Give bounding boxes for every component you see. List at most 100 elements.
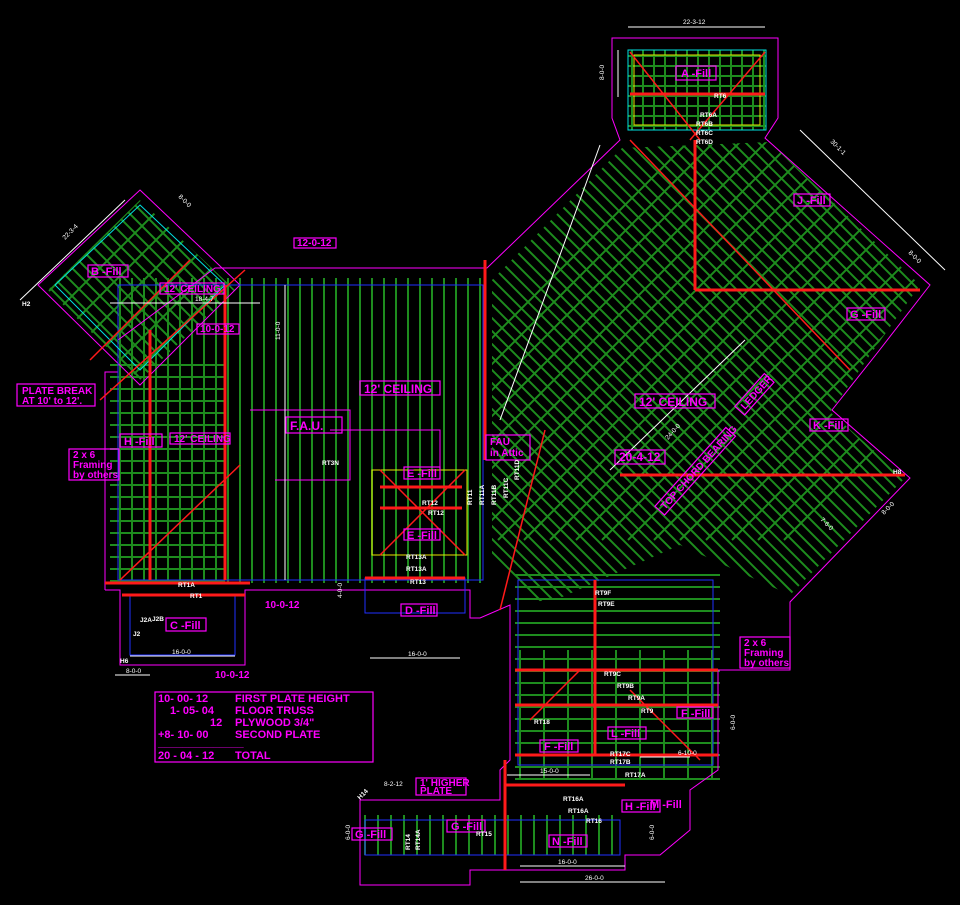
ceiling-note: 12' CEILING [639, 395, 707, 409]
truss-label: RT9B [617, 683, 634, 690]
truss-line [492, 142, 821, 541]
fill-label: F -Fill [544, 741, 573, 753]
framing-group [48, 200, 235, 380]
truss-line [492, 142, 854, 605]
fill-label: C -Fill [170, 620, 201, 632]
fill-label: D -Fill [405, 605, 436, 617]
truss-label: RT12 [422, 500, 438, 507]
truss-line [48, 200, 169, 380]
truss-line [925, 140, 960, 640]
truss-line [492, 142, 685, 605]
framing-group [628, 50, 766, 130]
dimension: 4-0-0 [337, 582, 344, 598]
dimension: 10-0-12 [200, 324, 235, 335]
fill-label: H -Fill [625, 801, 656, 813]
truss-label: RT13A [406, 554, 427, 561]
legend-label: SECOND PLATE [235, 729, 320, 741]
truss-label: H2 [22, 301, 31, 308]
truss-line [497, 142, 899, 541]
truss-label: RT17B [610, 759, 631, 766]
truss-line [820, 142, 920, 605]
legend-label: FLOOR TRUSS [235, 705, 314, 717]
truss-label: H14 [356, 788, 370, 802]
framing-note: Framing [744, 648, 783, 659]
framing-group [492, 140, 960, 640]
truss-label: RT11B [491, 484, 498, 505]
truss-label: J2 [133, 631, 141, 638]
higher-plate-note: 1' HIGHER [420, 778, 470, 789]
truss-line [859, 142, 920, 605]
truss-line [492, 142, 711, 605]
dimension: 12-0-12 [297, 238, 332, 249]
ceiling-note: 12' CEILING [164, 284, 221, 295]
fill-label: M -Fill [650, 799, 682, 811]
truss-label: RT13 [410, 579, 426, 586]
truss-label: RT15 [476, 831, 492, 838]
truss-label: RT12 [428, 510, 444, 517]
truss-line [492, 142, 620, 605]
truss-line [690, 142, 920, 605]
fau-attic-label: FAU [490, 437, 510, 448]
ledger-note: LEDGER [739, 373, 776, 412]
fill-label: F -Fill [681, 708, 710, 720]
truss-label: RT14 [405, 834, 412, 850]
fill-label: G -Fill [355, 829, 386, 841]
truss-label: J2A [140, 617, 152, 624]
truss-line [492, 142, 880, 605]
fill-label: G -Fill [850, 309, 881, 321]
fau-attic-label: in Attic [490, 448, 524, 459]
truss-line [768, 142, 920, 605]
legend-value: 1- 05- 04 [170, 705, 215, 717]
fill-label: B -Fill [91, 266, 122, 278]
truss-label: RT11C [503, 477, 510, 498]
truss-label: RT6B [696, 121, 713, 128]
truss-label: RT17C [610, 751, 631, 758]
truss-line [51, 200, 235, 380]
truss-line [716, 142, 920, 605]
legend-label: TOTAL [235, 750, 271, 762]
truss-line [48, 200, 197, 380]
dimension: 8-0-0 [907, 249, 923, 265]
fill-label: E -Fill [407, 468, 437, 480]
dimension: 6-0-0 [730, 714, 737, 730]
truss-line [492, 142, 581, 605]
truss-label: H8 [893, 469, 902, 476]
dimension: 16-0-0 [408, 651, 427, 658]
height-label: 20-4-12 [619, 450, 661, 464]
fill-label: L -Fill [611, 728, 640, 740]
truss-line [612, 142, 920, 605]
dimension: 10-0-12 [265, 600, 300, 611]
dimension: 6-0-0 [649, 824, 656, 840]
truss-label: RT11D [514, 459, 521, 480]
framing-note: Framing [73, 460, 112, 471]
fau-label: F.A.U. [290, 419, 323, 433]
truss-line [492, 142, 607, 605]
legend-label: PLYWOOD 3/4" [235, 717, 314, 729]
dimension: 6-10-0 [678, 750, 697, 757]
truss-label: RT16 [586, 818, 602, 825]
truss-label: RT6 [714, 93, 727, 100]
truss-label: RT17A [625, 772, 646, 779]
truss-label: RT6A [700, 112, 717, 119]
truss-framing-lines [48, 50, 960, 855]
truss-label: RT14A [415, 829, 422, 850]
dimension: 6-0-0 [345, 824, 352, 840]
dimension: 10-0-12 [215, 670, 250, 681]
truss-label: RT16A [563, 796, 584, 803]
truss-line [492, 142, 769, 541]
truss-line [492, 142, 594, 605]
truss-label: RT9F [595, 590, 611, 597]
dimension: 18-4-7 [195, 296, 214, 303]
truss-line [48, 200, 121, 380]
dimension: 22-3-4 [61, 223, 80, 242]
legend-label: FIRST PLATE HEIGHT [235, 693, 350, 705]
truss-line [48, 200, 141, 380]
truss-line [48, 200, 163, 380]
truss-label: RT11 [467, 489, 474, 505]
truss-line [492, 142, 698, 605]
dimension: 30-1-1 [829, 138, 848, 157]
building-outline [37, 37, 931, 886]
truss-line [653, 142, 920, 541]
truss-label: RT9C [604, 671, 621, 678]
plate-height-legend: 10- 00- 12 FIRST PLATE HEIGHT 1- 05- 04 … [154, 691, 374, 763]
